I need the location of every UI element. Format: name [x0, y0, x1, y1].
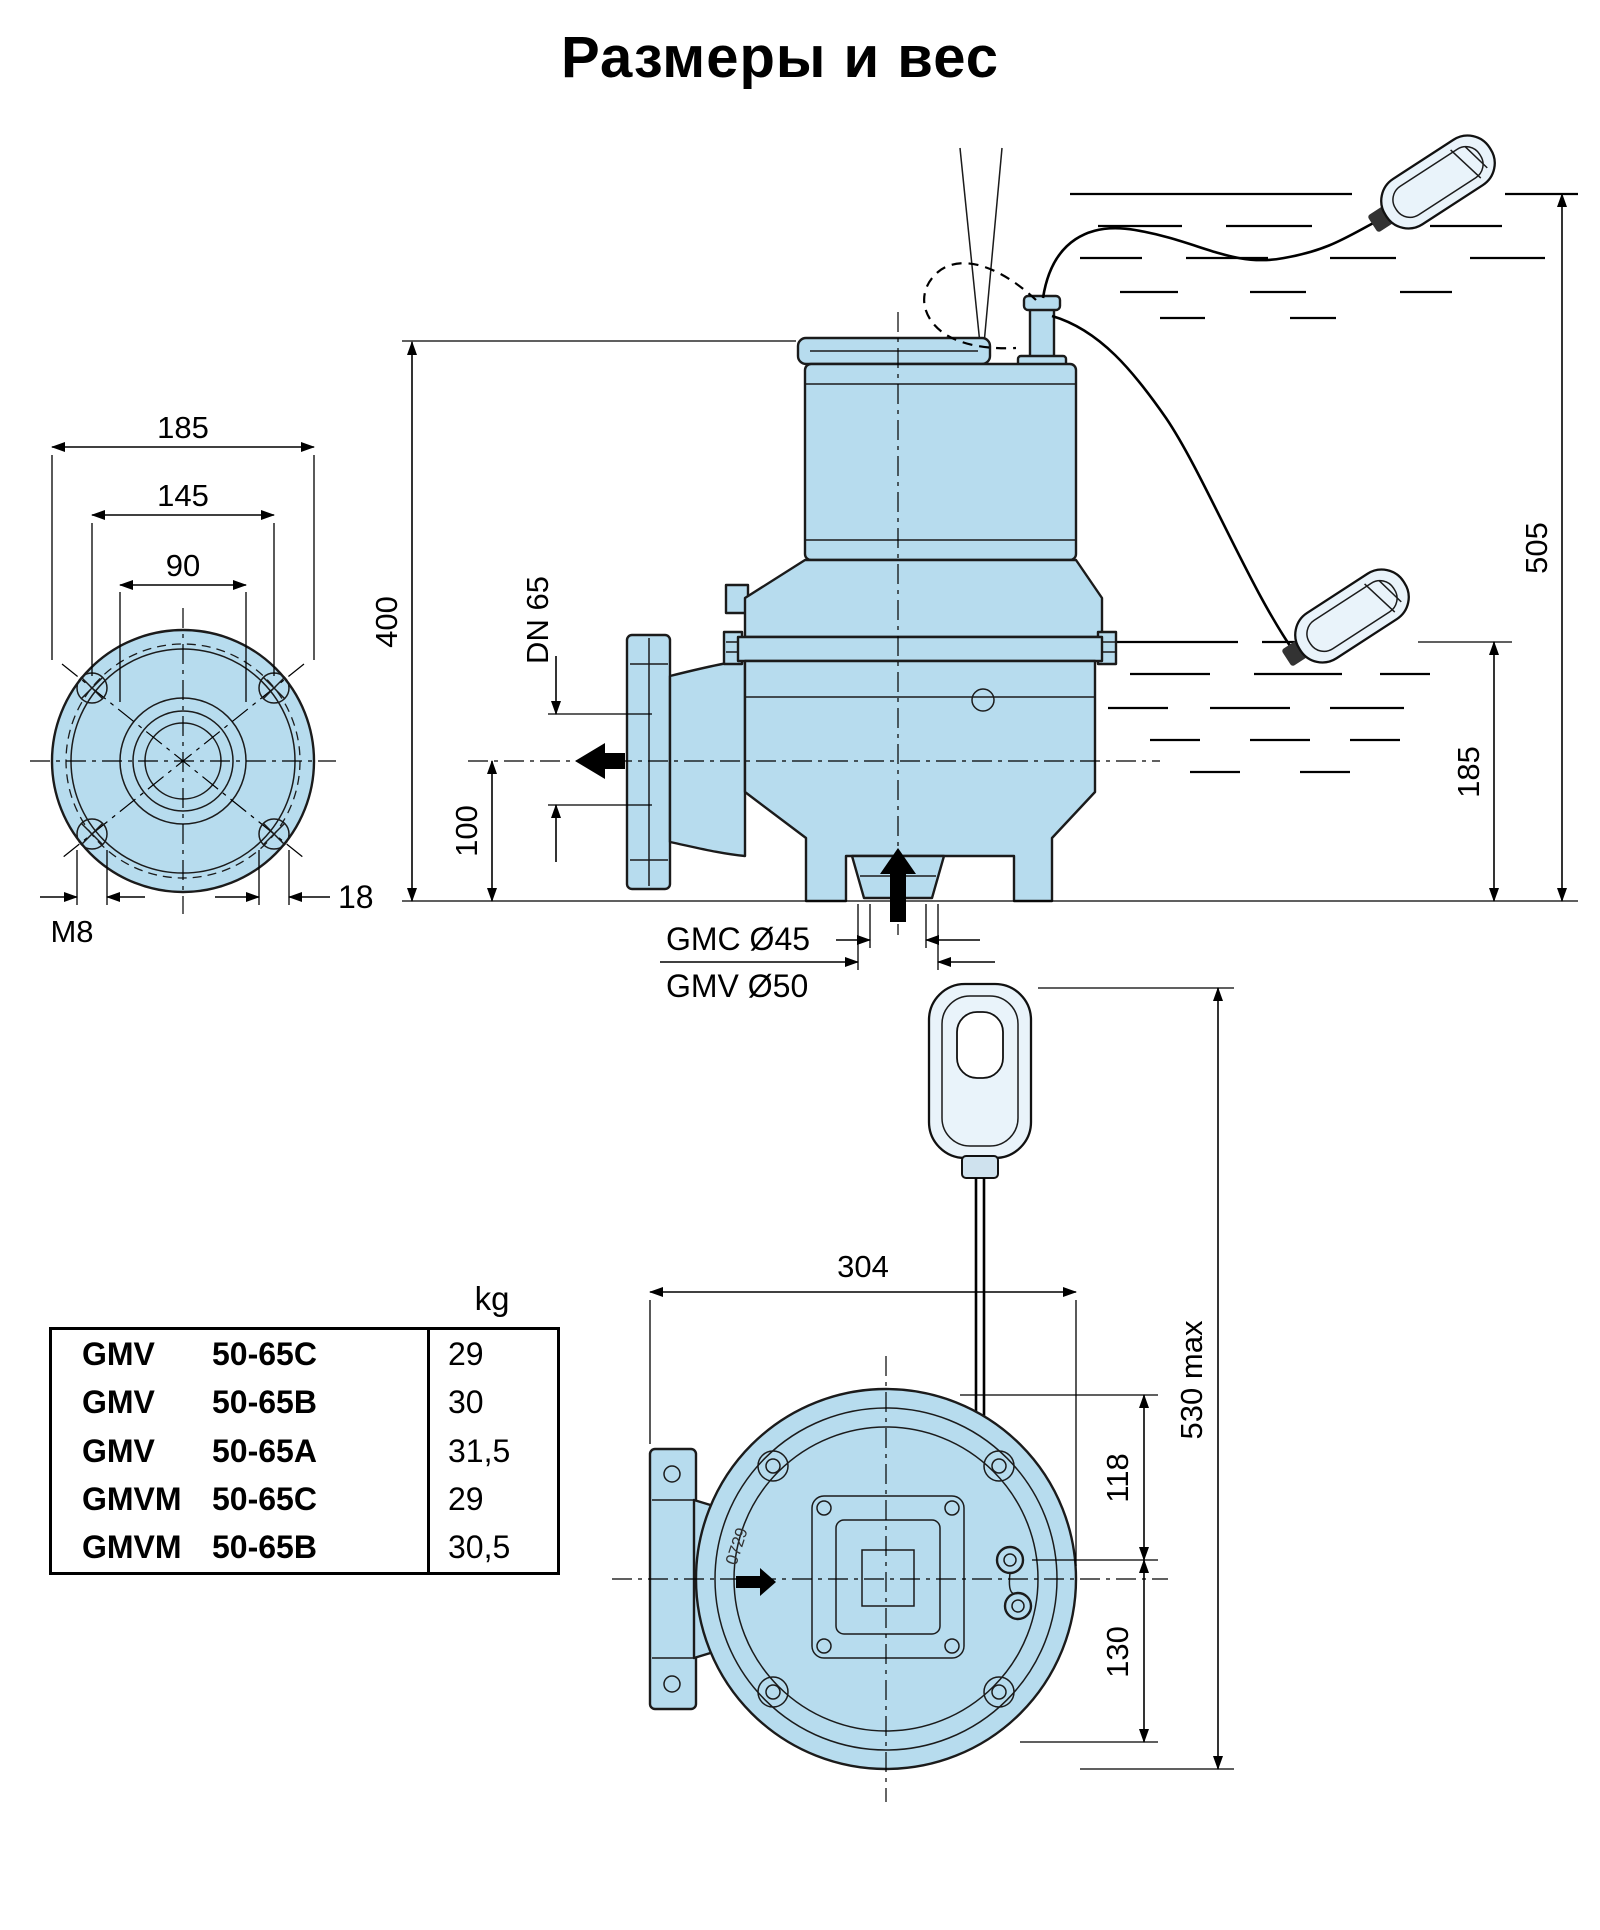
water-surface-upper [1070, 192, 1578, 320]
flange-front-view [30, 608, 336, 914]
power-cables [923, 217, 1382, 654]
flange-dimensions: 185 145 90 M8 18 [40, 410, 374, 949]
model-size: 50-65A [212, 1432, 317, 1469]
dim-400: 400 [369, 596, 404, 648]
dim-304: 304 [837, 1249, 889, 1284]
model-size: 50-65B [212, 1529, 317, 1566]
model-weight: 29 [427, 1475, 557, 1524]
table-row: GMVM 50-65C 29 [52, 1475, 557, 1524]
model-weight: 31,5 [427, 1426, 557, 1476]
dim-90: 90 [166, 548, 200, 583]
pump-side-view [468, 147, 1160, 935]
label-gmc: GMC Ø45 [666, 921, 810, 957]
motor-housing [803, 362, 1078, 562]
model-name: GMV [82, 1432, 155, 1469]
float-switch-upper [1368, 134, 1496, 232]
page-title: Размеры и вес [561, 25, 999, 90]
dim-505: 505 [1519, 522, 1554, 574]
model-name: GMVM [82, 1529, 182, 1566]
dim-118: 118 [1100, 1453, 1135, 1502]
model-name: GMV [82, 1335, 155, 1372]
top-view-dimensions: 304 118 130 530 max [649, 987, 1234, 1770]
pump-casing [743, 659, 1097, 903]
model-size: 50-65C [212, 1335, 317, 1372]
model-name: GMV [82, 1384, 155, 1421]
model-weight: 29 [427, 1330, 557, 1379]
oil-plug [971, 688, 995, 712]
table-row: GMV 50-65C 29 [52, 1330, 557, 1379]
kg-header: kg [474, 1280, 510, 1317]
weight-table: GMV 50-65C 29 GMV 50-65B 30 GMV 50-65A 31,5… [49, 1327, 560, 1575]
dim-130: 130 [1100, 1626, 1135, 1678]
dim-185-flange: 185 [157, 410, 209, 445]
cable-clamp-bolt [995, 1545, 1025, 1575]
model-weight: 30,5 [427, 1523, 557, 1573]
model-name: GMVM [82, 1480, 182, 1517]
table-row: GMVM 50-65B 30,5 [52, 1523, 557, 1573]
flow-arrow-in [880, 848, 916, 922]
dim-100: 100 [449, 805, 484, 857]
pump-top-view: 0729 [612, 1356, 1168, 1802]
model-weight: 30 [427, 1378, 557, 1427]
side-view-dimensions: 400 100 DN 65 505 185 GMC Ø45 GMV Ø50 [369, 193, 1578, 1004]
rim-bolts [757, 1450, 1015, 1708]
flow-arrow-out [575, 743, 625, 779]
dim-dn65: DN 65 [520, 576, 555, 664]
dim-m8: M8 [50, 914, 93, 949]
cable-gland [1016, 294, 1068, 372]
model-size: 50-65C [212, 1480, 317, 1517]
float-handle-slot [956, 1011, 1004, 1079]
float-switch-vertical [927, 982, 1033, 1556]
label-gmv: GMV Ø50 [666, 968, 808, 1004]
dim-530-max: 530 max [1174, 1320, 1209, 1439]
table-row: GMV 50-65B 30 [52, 1378, 557, 1427]
table-row: GMV 50-65A 31,5 [52, 1426, 557, 1476]
water-surface-lower [1108, 640, 1430, 774]
float-switch-mid [1282, 568, 1410, 666]
model-size: 50-65B [212, 1384, 317, 1421]
casting-flow-arrow [736, 1568, 776, 1596]
dim-18: 18 [338, 879, 374, 915]
float-cable-connector [961, 1155, 999, 1179]
dim-185-sub: 185 [1451, 746, 1486, 798]
dim-145: 145 [157, 478, 209, 513]
